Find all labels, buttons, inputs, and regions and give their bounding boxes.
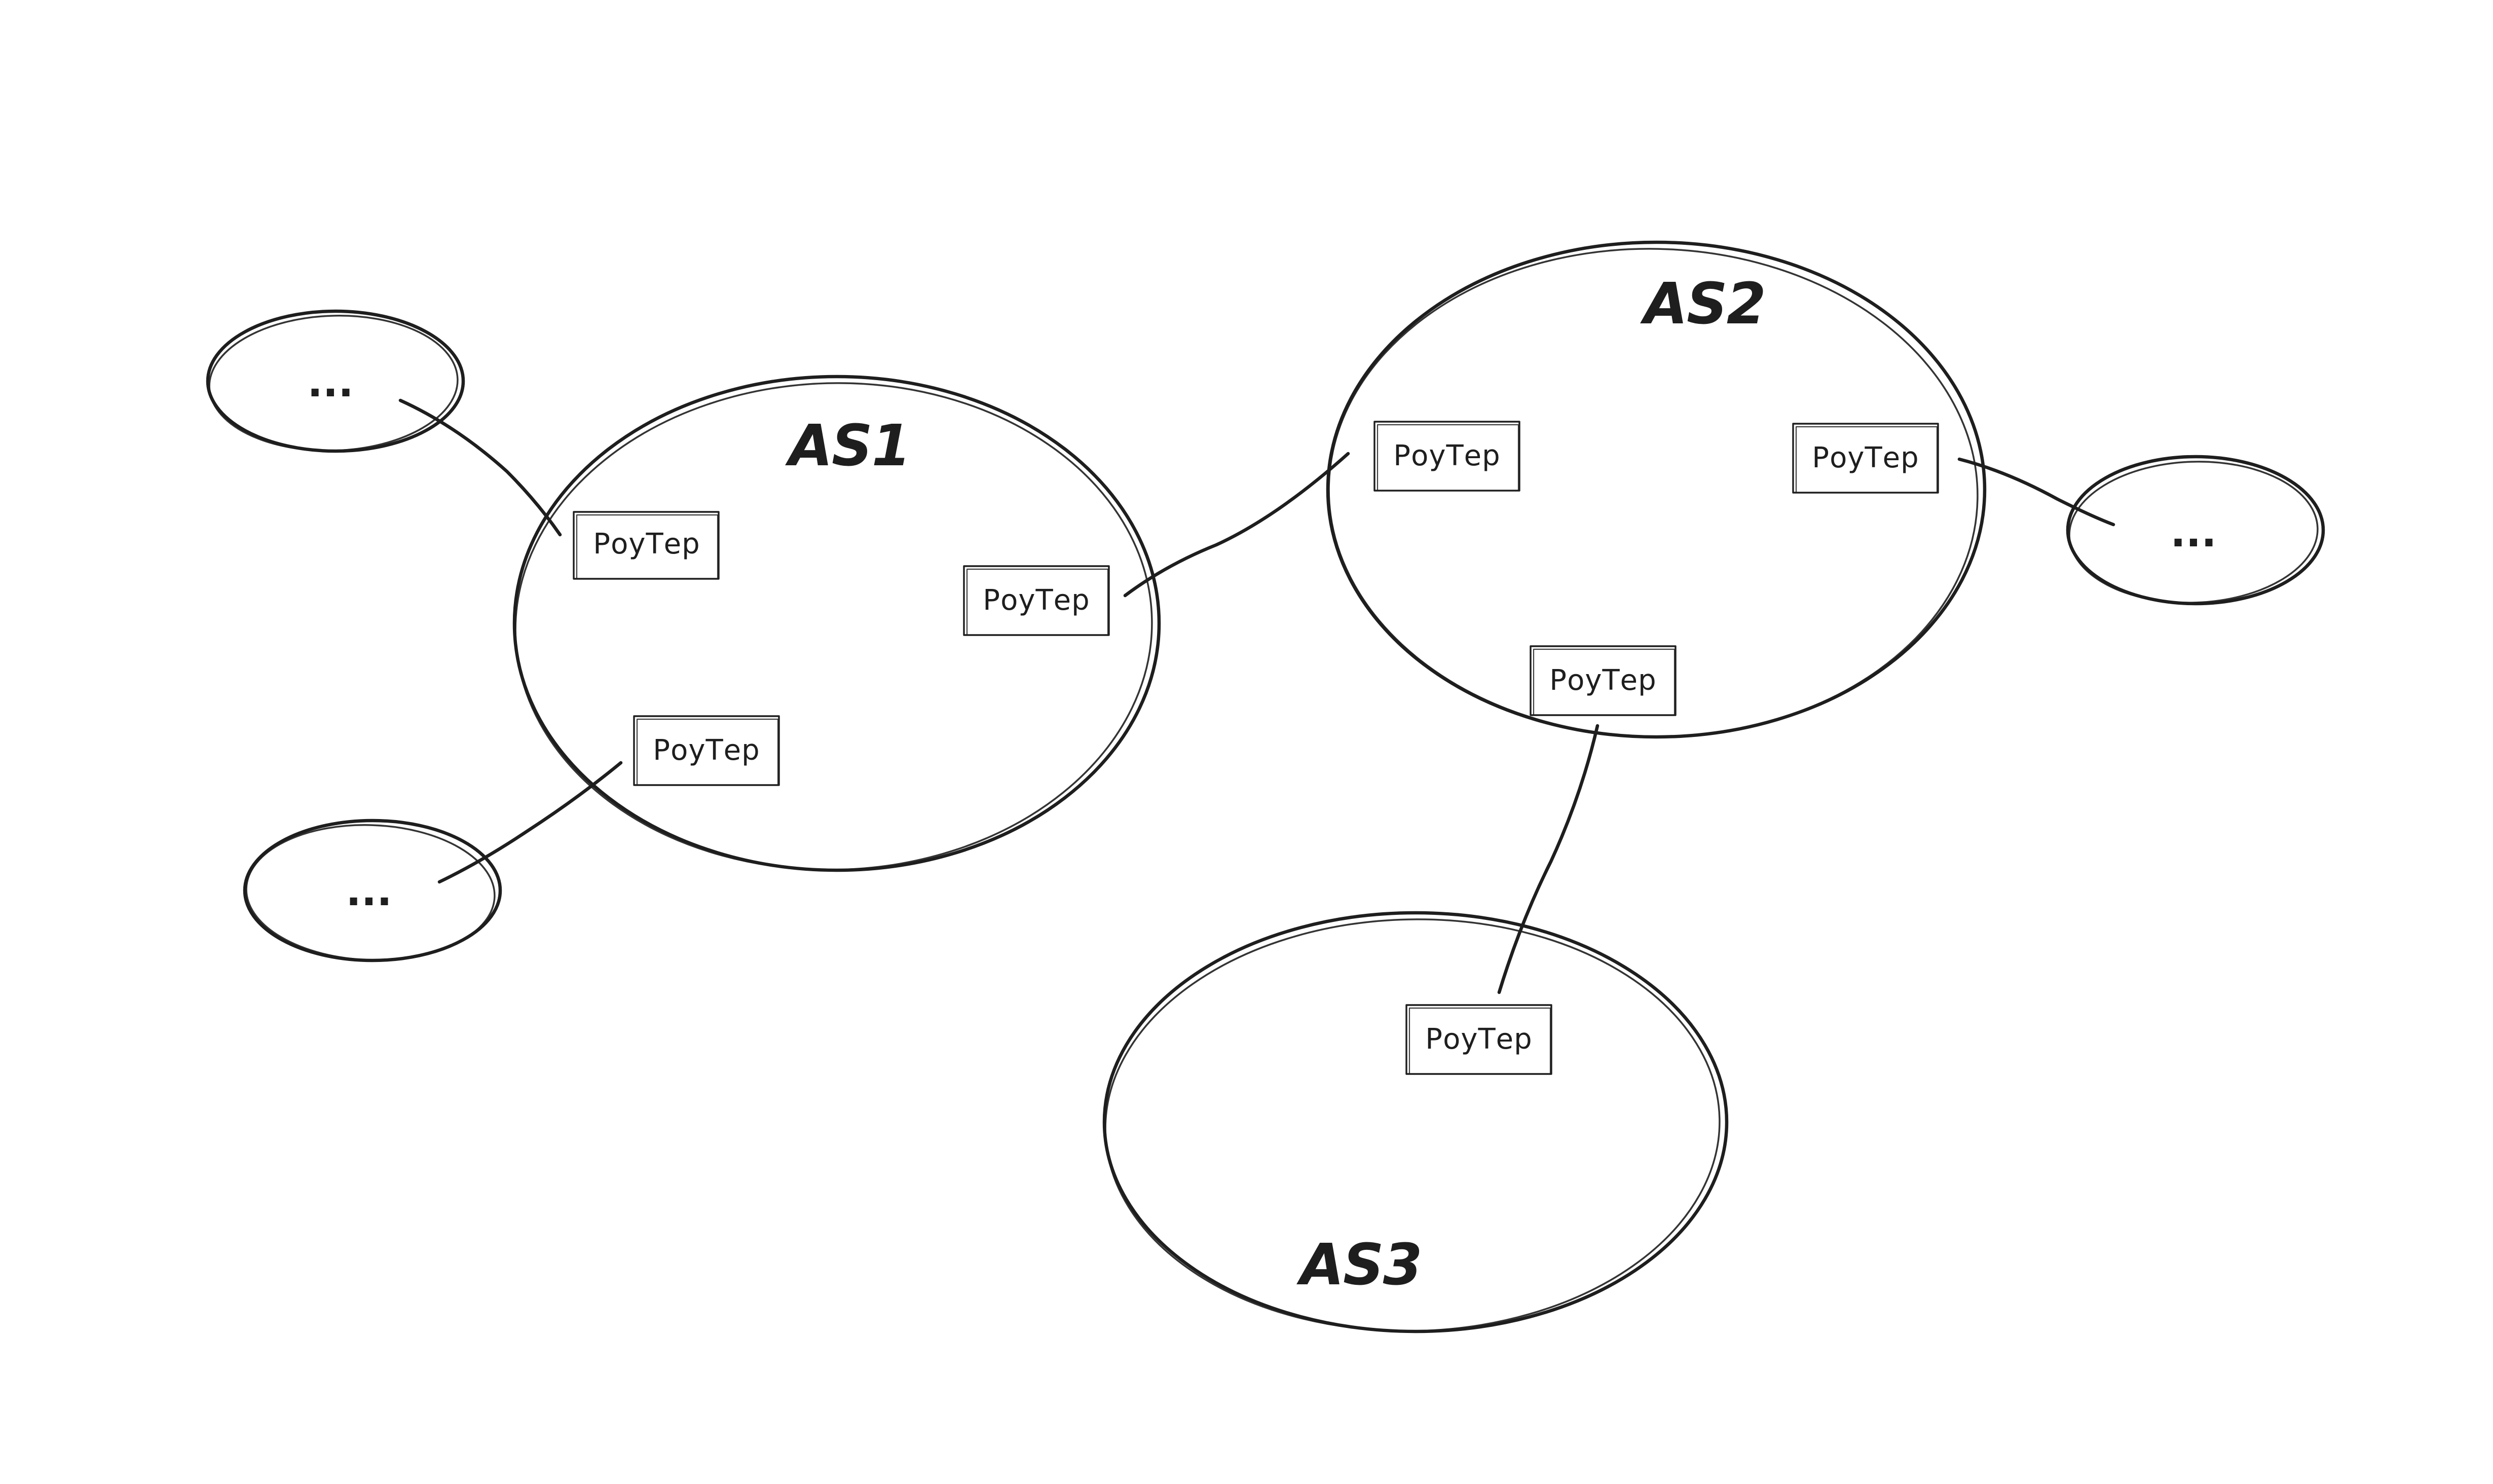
router-as1-2-label: РоуТер xyxy=(983,584,1090,617)
link-as1-router-2-to-as2-router-1 xyxy=(1123,452,1350,598)
router-as2-3: РоуТер xyxy=(1530,645,1677,716)
link-ext-bottom-left-to-as1-router-3 xyxy=(437,761,623,884)
as2-region xyxy=(1326,240,1987,739)
router-as1-3: РоуТер xyxy=(633,715,780,786)
external-node-bottom-left-label: ... xyxy=(346,868,392,915)
router-as1-2: РоуТер xyxy=(963,565,1110,636)
as3-label: AS3 xyxy=(1296,1232,1421,1298)
external-node-top-left: ... xyxy=(206,309,465,453)
as2-label: AS2 xyxy=(1640,271,1765,337)
router-as1-1-label: РоуТер xyxy=(593,528,700,561)
as1-label: AS1 xyxy=(785,413,910,479)
router-as2-1-label: РоуТер xyxy=(1393,439,1500,472)
links xyxy=(398,398,2115,994)
router-as3-1-label: РоуТер xyxy=(1425,1023,1532,1056)
router-as1-1: РоуТер xyxy=(573,511,720,580)
external-node-right: ... xyxy=(2066,455,2325,606)
router-as3-1: РоуТер xyxy=(1405,1004,1552,1075)
link-as2-router-3-to-as3-router-1 xyxy=(1497,724,1599,994)
router-as1-3-label: РоуТер xyxy=(653,734,760,767)
router-as2-2-label: РоуТер xyxy=(1812,441,1919,474)
external-node-top-left-label: ... xyxy=(307,359,353,406)
as3-region xyxy=(1102,911,1729,1333)
link-as2-router-2-to-ext-right xyxy=(1957,457,2115,527)
external-node-bottom-left: ... xyxy=(243,819,502,962)
router-as2-2: РоуТер xyxy=(1792,423,1939,494)
as1-region xyxy=(512,375,1161,872)
router-as2-1: РоуТер xyxy=(1373,421,1520,492)
router-as2-3-label: РоуТер xyxy=(1549,664,1656,697)
external-node-right-label: ... xyxy=(2170,509,2216,556)
link-ext-top-left-to-as1-router-1 xyxy=(398,398,562,537)
